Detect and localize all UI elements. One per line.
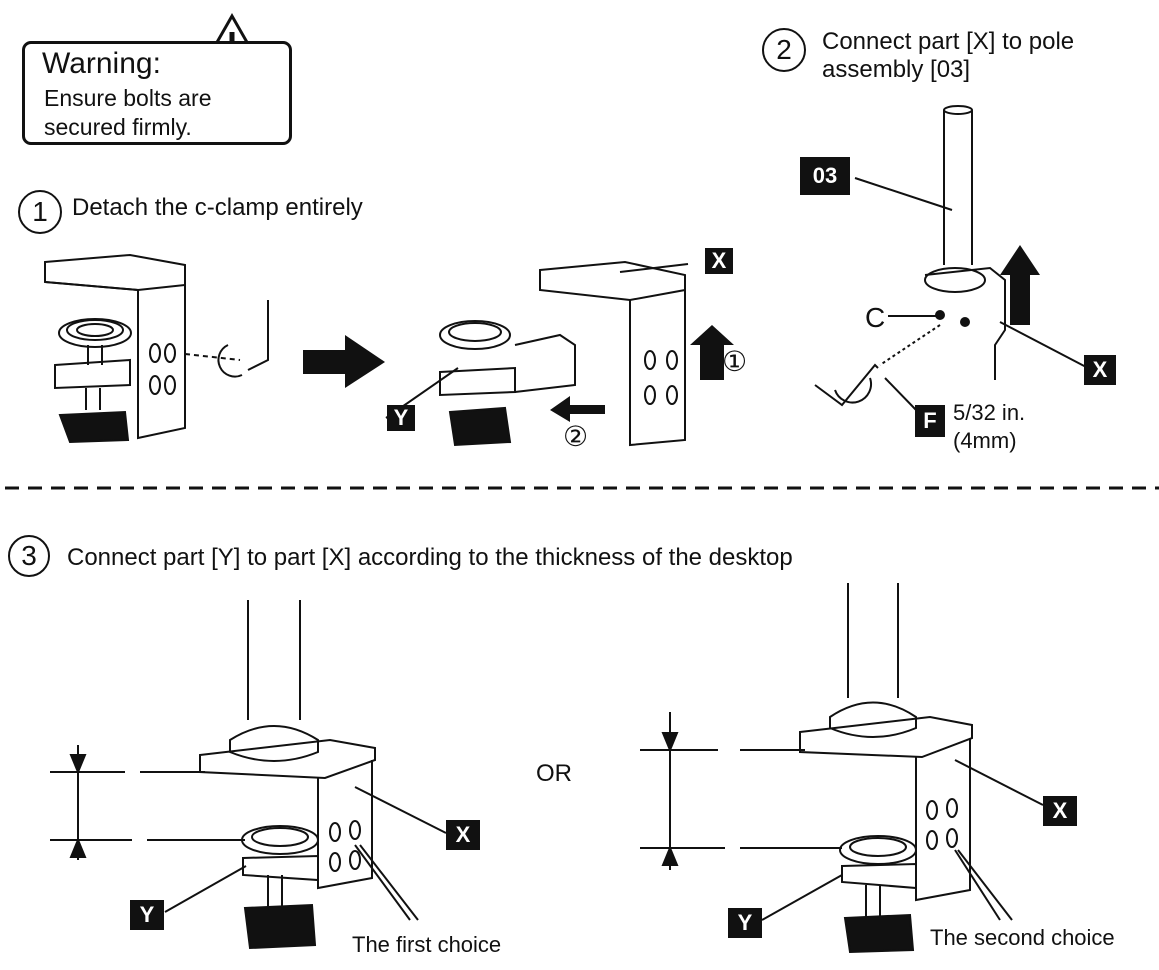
step-2-label-f: F <box>915 405 945 437</box>
pole-assembly-drawing <box>814 105 1089 413</box>
step-1-sub-2: ② <box>563 421 589 452</box>
step-1-number: 1 <box>18 190 62 234</box>
warning-box <box>22 41 292 145</box>
clamp-separated-drawing <box>385 260 734 447</box>
first-choice-drawing <box>50 600 447 950</box>
wrench-size-metric: (4mm) <box>953 428 1017 453</box>
warning-title: Warning: <box>42 47 161 80</box>
step-2-number: 2 <box>762 28 806 72</box>
step-1-label-y: Y <box>387 405 415 431</box>
step-1-label-x: X <box>705 248 733 274</box>
first-choice-label-y: Y <box>130 900 164 930</box>
step-2-text-line-2: assembly [03] <box>822 56 971 83</box>
second-choice-label-x: X <box>1043 796 1077 826</box>
step-2-label-x: X <box>1084 355 1116 385</box>
warning-line-1: Ensure bolts are <box>44 85 212 111</box>
step-3-number: 3 <box>8 535 50 577</box>
step-1-text: Detach the c-clamp entirely <box>72 194 363 221</box>
c-clamp-drawing <box>44 253 269 444</box>
step-2-text-line-1: Connect part [X] to pole <box>822 28 1075 55</box>
step-3-text: Connect part [Y] to part [X] according t… <box>67 544 793 571</box>
second-choice-label-y: Y <box>728 908 762 938</box>
arrow-right-icon <box>303 335 385 388</box>
first-choice-caption: The first choice <box>352 932 502 957</box>
or-separator: OR <box>536 760 572 787</box>
step-2-label-c: C <box>865 302 886 333</box>
wrench-size-imperial: 5/32 in. <box>953 400 1026 425</box>
step-1-sub-1: ① <box>722 346 748 377</box>
second-choice-caption: The second choice <box>930 925 1115 950</box>
second-choice-drawing <box>640 583 1044 954</box>
warning-line-2: secured firmly. <box>44 114 192 140</box>
step-2-label-03: 03 <box>800 157 850 195</box>
first-choice-label-x: X <box>446 820 480 850</box>
